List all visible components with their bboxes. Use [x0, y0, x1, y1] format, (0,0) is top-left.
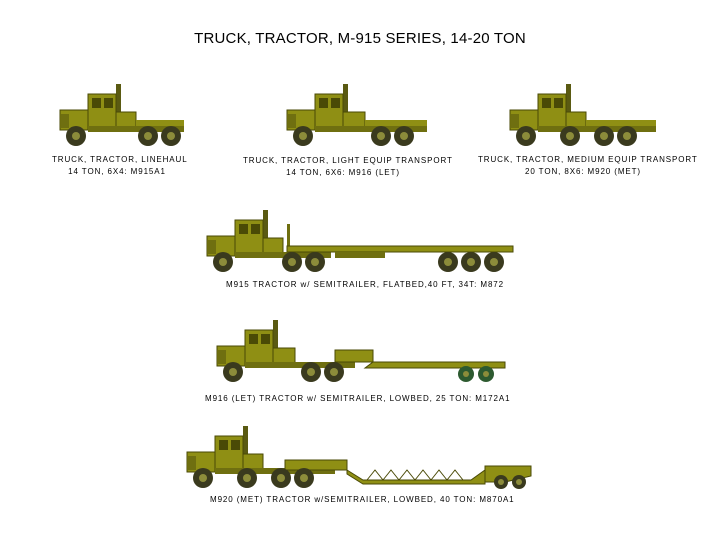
m870a1-caption: M920 (MET) TRACTOR w/SEMITRAILER, LOWBED… — [210, 495, 515, 504]
m872-flatbed-combo-drawing — [206, 210, 514, 272]
m172a1-lowbed-combo-drawing — [216, 320, 506, 382]
m916-caption: TRUCK, TRACTOR, LIGHT EQUIP TRANSPORT 14… — [243, 156, 453, 177]
m872-caption: M915 TRACTOR w/ SEMITRAILER, FLATBED,40 … — [226, 280, 504, 289]
m916-tractor-drawing — [286, 84, 427, 146]
m870a1-lowbed-combo-drawing — [186, 426, 532, 489]
m172a1-caption: M916 (LET) TRACTOR w/ SEMITRAILER, LOWBE… — [205, 394, 511, 403]
m920-tractor-drawing — [509, 84, 656, 146]
m915a1-caption: TRUCK, TRACTOR, LINEHAUL 14 TON, 6X4: M9… — [52, 155, 188, 176]
m920-caption: TRUCK, TRACTOR, MEDIUM EQUIP TRANSPORT 2… — [478, 155, 698, 176]
m915a1-tractor-drawing — [59, 84, 184, 146]
page-title: TRUCK, TRACTOR, M-915 SERIES, 14-20 TON — [194, 30, 526, 47]
